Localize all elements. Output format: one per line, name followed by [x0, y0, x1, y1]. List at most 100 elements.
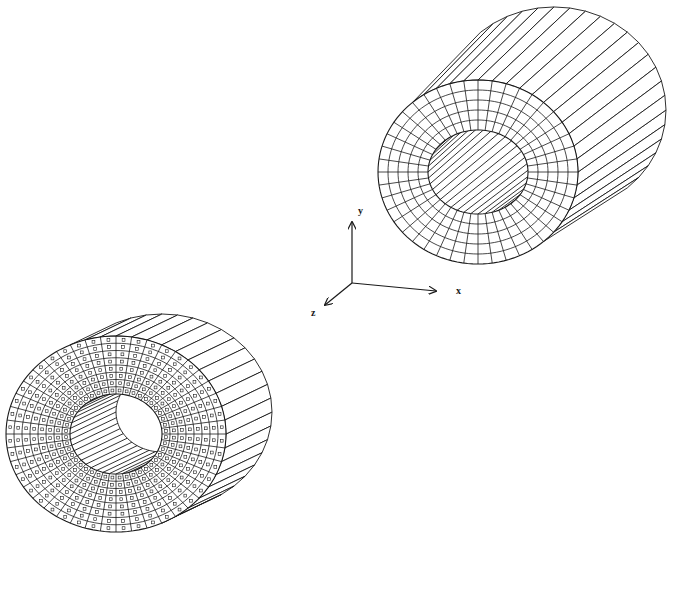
- cell-dot: [137, 340, 140, 343]
- cell-dot: [85, 468, 88, 471]
- cell-dot: [129, 376, 132, 379]
- cell-dot: [164, 436, 167, 439]
- grid-radial: [10, 445, 71, 461]
- cell-dot: [109, 360, 112, 363]
- cell-dot: [169, 497, 172, 500]
- cell-dot: [55, 472, 58, 475]
- grid-radial: [135, 470, 162, 523]
- grid-radial: [162, 420, 225, 428]
- cell-dot: [85, 398, 88, 401]
- grid-radial: [44, 360, 86, 404]
- shell-segment: [225, 398, 272, 434]
- cell-dot: [171, 443, 174, 446]
- cell-dot: [121, 353, 124, 356]
- cell-dot: [57, 405, 60, 408]
- cell-dot: [79, 463, 82, 466]
- cell-dot: [180, 401, 183, 404]
- cell-dot: [68, 417, 71, 420]
- cell-dot: [19, 414, 22, 417]
- inner-wall-line: [103, 450, 149, 472]
- cell-dot: [53, 412, 56, 415]
- cell-dot: [206, 402, 209, 405]
- cell-dot: [188, 437, 191, 440]
- cell-dot: [163, 442, 166, 445]
- grid-radial: [10, 406, 71, 422]
- inner-wall-line: [464, 155, 538, 212]
- inner-wall-line: [97, 448, 143, 470]
- grid-radial: [16, 451, 74, 475]
- cell-dot: [169, 450, 172, 453]
- grid-radial: [155, 456, 209, 487]
- cell-dot: [95, 355, 98, 358]
- cell-dot: [122, 346, 125, 349]
- cell-dot: [143, 501, 146, 504]
- cell-dot: [194, 471, 197, 474]
- cell-dot: [134, 511, 137, 514]
- grid-radial: [162, 440, 225, 448]
- cell-dot: [11, 413, 14, 416]
- cell-dot: [79, 375, 82, 378]
- cell-dot: [122, 520, 125, 523]
- cell-dot: [99, 496, 102, 499]
- inner-wall-line: [451, 150, 524, 208]
- coordinate-axes: [325, 222, 436, 305]
- cell-dot: [199, 405, 202, 408]
- cell-dot: [97, 473, 100, 476]
- grid-radial: [100, 474, 109, 531]
- inner-wall-line: [433, 130, 504, 190]
- cell-dot: [172, 436, 175, 439]
- cell-dot: [75, 479, 78, 482]
- cell-dot: [190, 499, 193, 502]
- cell-dot: [140, 494, 143, 497]
- inner-wall-line: [70, 412, 116, 434]
- cell-dot: [178, 489, 181, 492]
- cell-dot: [204, 438, 207, 441]
- grid-radial: [146, 360, 188, 404]
- cell-dot: [179, 420, 182, 423]
- cell-dot: [199, 489, 202, 492]
- cell-dot: [62, 386, 65, 389]
- front-face: [6, 336, 226, 532]
- cell-dot: [40, 499, 43, 502]
- grid-radial: [123, 337, 132, 394]
- cell-dot: [119, 491, 122, 494]
- grid-radial: [146, 464, 188, 508]
- cell-dot: [89, 494, 92, 497]
- cell-dot: [150, 402, 153, 405]
- cell-dot: [187, 446, 190, 449]
- cell-dot: [30, 489, 33, 492]
- cell-dot: [146, 484, 149, 487]
- cell-dot: [83, 507, 86, 510]
- cell-dot: [120, 505, 123, 508]
- cell-dot: [83, 358, 86, 361]
- cell-dot: [149, 473, 152, 476]
- cell-dot: [68, 448, 71, 451]
- cell-dot: [57, 381, 60, 384]
- cell-dot: [139, 394, 142, 397]
- cell-dot: [68, 391, 71, 394]
- cell-dot: [50, 464, 53, 467]
- cell-dot: [65, 436, 68, 439]
- cell-dot: [70, 485, 73, 488]
- cell-dot: [91, 394, 94, 397]
- cell-dot: [97, 362, 100, 365]
- cell-dot: [146, 382, 149, 385]
- cell-dot: [38, 458, 41, 461]
- cell-dot: [50, 401, 53, 404]
- cell-dot: [64, 457, 67, 460]
- inner-wall-line: [429, 103, 499, 166]
- grid-radial: [151, 370, 199, 408]
- inner-wall-line: [440, 141, 511, 200]
- cell-dot: [166, 457, 169, 460]
- cell-dot: [146, 358, 149, 361]
- cell-dot: [173, 381, 176, 384]
- grid-radial: [85, 472, 103, 528]
- grid-radial: [485, 81, 492, 130]
- cell-dot: [11, 453, 14, 456]
- cell-dot: [87, 477, 90, 480]
- cell-dot: [162, 509, 165, 512]
- cell-dot: [176, 412, 179, 415]
- grid-radial: [526, 146, 574, 160]
- cell-dot: [173, 363, 176, 366]
- inner-wall-line: [433, 90, 504, 154]
